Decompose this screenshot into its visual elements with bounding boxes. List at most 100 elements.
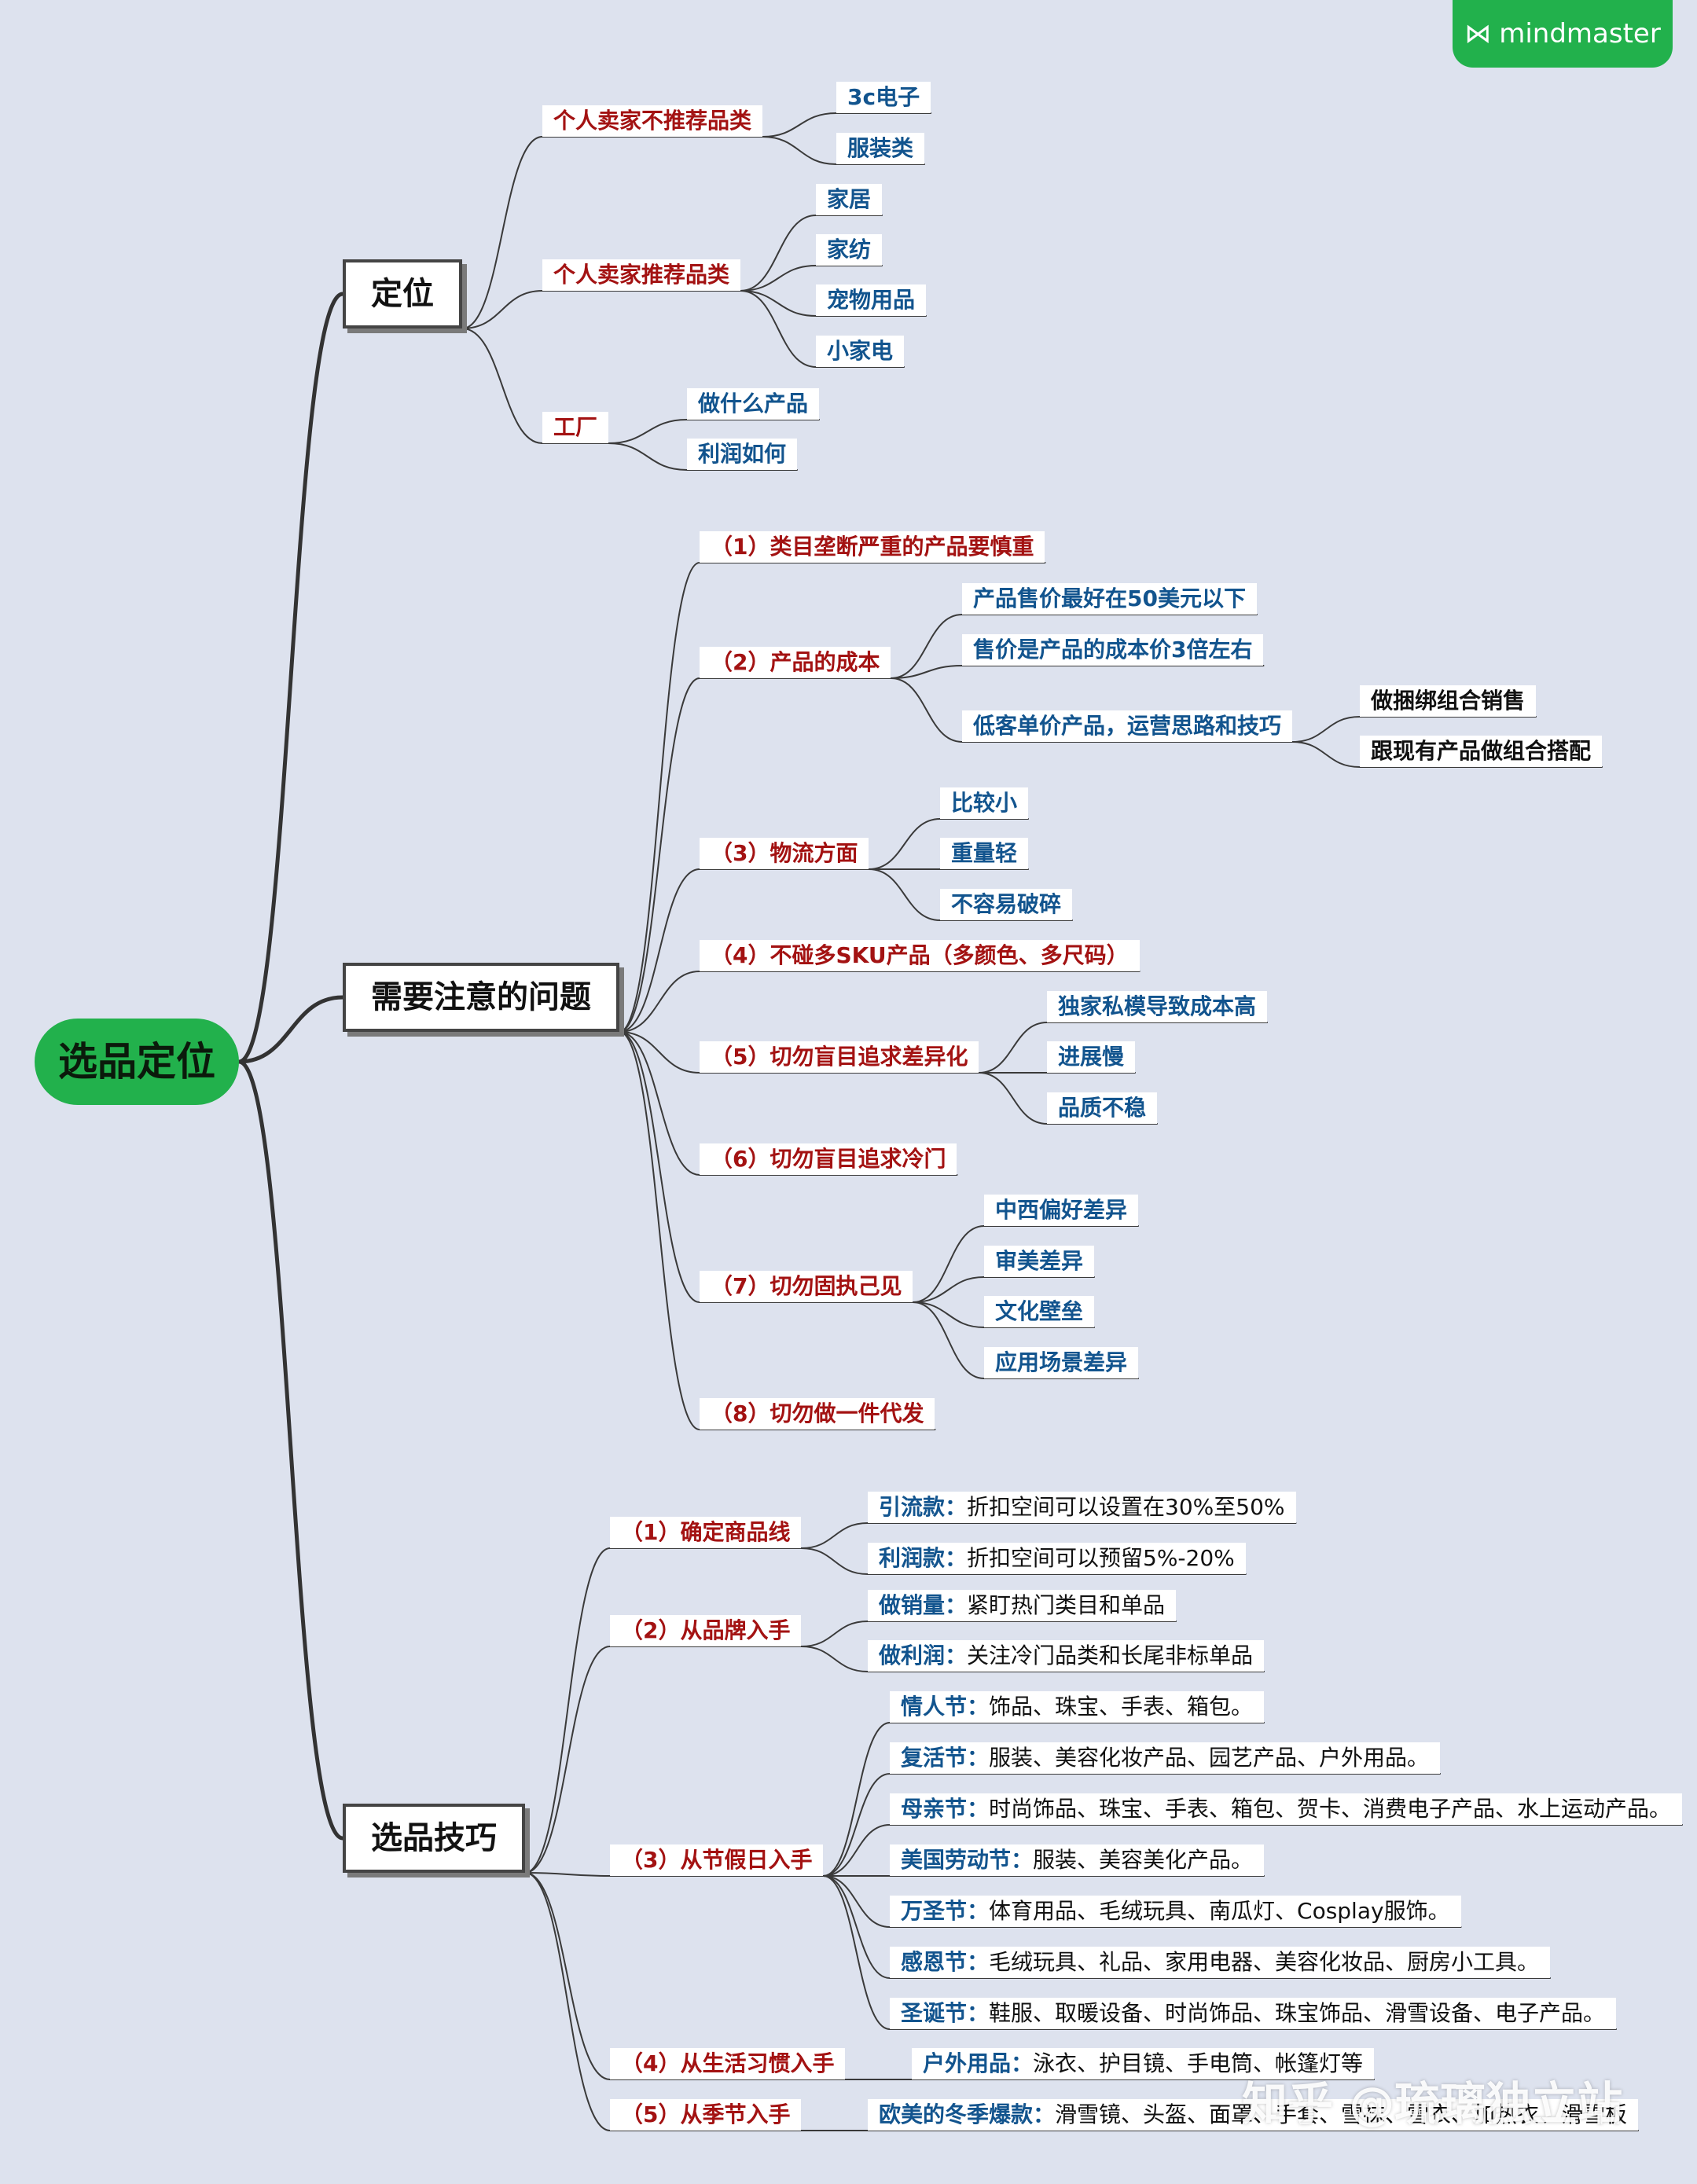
connector [461, 290, 543, 329]
tip-5[interactable]: （5）从季节入手 [610, 2099, 802, 2131]
leaf-shoujia50[interactable]: 产品售价最好在50美元以下 [962, 583, 1257, 615]
leaf-zhongliangqing[interactable]: 重量轻 [940, 838, 1029, 869]
leaf-xiaojiadian[interactable]: 小家电 [816, 336, 905, 367]
connector [740, 290, 817, 368]
holiday-shengdanjie[interactable]: 圣诞节：鞋服、取暖设备、时尚饰品、珠宝饰品、滑雪设备、电子产品。 [890, 1998, 1617, 2029]
connector [608, 419, 688, 444]
issue-2[interactable]: （2）产品的成本 [700, 647, 891, 678]
tip-1[interactable]: （1）确定商品线 [610, 1517, 802, 1548]
connector [461, 328, 543, 444]
connector [978, 1022, 1048, 1074]
leaf-zuhedapei[interactable]: 跟现有产品做组合搭配 [1360, 736, 1603, 767]
connector [890, 614, 963, 679]
connector [822, 1824, 891, 1877]
leaf-chongwu[interactable]: 宠物用品 [816, 284, 927, 316]
issue-3[interactable]: （3）物流方面 [700, 838, 869, 869]
holiday-wanshengjie[interactable]: 万圣节：体育用品、毛绒玩具、南瓜灯、Cosplay服饰。 [890, 1896, 1461, 1927]
subtopic-geren-tui[interactable]: 个人卖家推荐品类 [542, 259, 741, 291]
issue-6[interactable]: （6）切勿盲目追求冷门 [700, 1143, 957, 1175]
connector [524, 1872, 611, 2131]
issue-8[interactable]: （8）切勿做一件代发 [700, 1398, 935, 1430]
holiday-muqinjie[interactable]: 母亲节：时尚饰品、珠宝、手表、箱包、贺卡、消费电子产品、水上运动产品。 [890, 1793, 1683, 1825]
connector [619, 1031, 700, 1303]
leaf-kunbang[interactable]: 做捆绑组合销售 [1360, 685, 1537, 717]
holiday-ganenjie[interactable]: 感恩节：毛绒玩具、礼品、家用电器、美容化妆品、厨房小工具。 [890, 1947, 1551, 1978]
zhihu-watermark: 知乎 @琉璃独立站 [1242, 2077, 1623, 2131]
connector [619, 1031, 700, 1074]
connector [740, 215, 817, 292]
leaf-simo[interactable]: 独家私模导致成本高 [1047, 991, 1268, 1022]
topic-wenti[interactable]: 需要注意的问题 [343, 963, 619, 1032]
subtopic-geren-bu[interactable]: 个人卖家不推荐品类 [542, 105, 763, 137]
holiday-qingrenjie[interactable]: 情人节：饰品、珠宝、手表、箱包。 [890, 1691, 1265, 1723]
logo-text: mindmaster [1499, 18, 1661, 50]
issue-7[interactable]: （7）切勿固执己见 [700, 1271, 913, 1302]
connector [822, 1875, 891, 2030]
connector [740, 265, 817, 292]
leaf-jinzhanman[interactable]: 进展慢 [1047, 1041, 1136, 1073]
leaf-huwai[interactable]: 户外用品：泳衣、护目镜、手电筒、帐篷灯等 [912, 2048, 1375, 2079]
leaf-3c[interactable]: 3c电子 [836, 82, 931, 113]
connector [822, 1722, 891, 1877]
leaf-chengben3bei[interactable]: 售价是产品的成本价3倍左右 [962, 634, 1264, 666]
leaf-lirun[interactable]: 利润如何 [687, 439, 798, 470]
leaf-yinliukuan[interactable]: 引流款：折扣空间可以设置在30%至50% [868, 1492, 1296, 1523]
leaf-zuoshenme[interactable]: 做什么产品 [687, 388, 820, 420]
connector [619, 1031, 700, 1430]
subtopic-gongchang[interactable]: 工厂 [542, 412, 609, 443]
leaf-dongji[interactable]: 欧美的冬季爆款：滑雪镜、头盔、面罩、手套、雪袜、雪衣、加热衣、滑雪板 [868, 2099, 1639, 2131]
connector [868, 818, 941, 870]
connector [890, 665, 963, 679]
leaf-zuoxiaoliang[interactable]: 做销量：紧盯热门类目和单品 [868, 1590, 1177, 1621]
leaf-jiaju[interactable]: 家居 [816, 184, 883, 215]
connector [619, 1031, 700, 1176]
connector [800, 1646, 869, 1672]
holiday-laodongjie[interactable]: 美国劳动节：服装、美容美化产品。 [890, 1844, 1265, 1876]
leaf-burongyi[interactable]: 不容易破碎 [940, 889, 1073, 920]
tip-4[interactable]: （4）从生活习惯入手 [610, 2048, 846, 2079]
issue-1[interactable]: （1）类目垄断严重的产品要慎重 [700, 531, 1045, 563]
topic-jiqiao[interactable]: 选品技巧 [343, 1804, 525, 1873]
connector [608, 442, 688, 471]
tip-3[interactable]: （3）从节假日入手 [610, 1844, 824, 1876]
connector [978, 1072, 1048, 1125]
connector [237, 1059, 345, 1841]
holiday-fuhuojie[interactable]: 复活节：服装、美容化妆产品、园艺产品、户外用品。 [890, 1742, 1441, 1774]
connector [740, 290, 817, 317]
connector [800, 1621, 869, 1647]
tip-2[interactable]: （2）从品牌入手 [610, 1615, 802, 1646]
leaf-shenmei[interactable]: 审美差异 [984, 1246, 1095, 1277]
leaf-zuolirun[interactable]: 做利润：关注冷门品类和长尾非标单品 [868, 1640, 1265, 1672]
connector [524, 1547, 611, 1874]
leaf-changjing[interactable]: 应用场景差异 [984, 1347, 1139, 1378]
leaf-pinzhi[interactable]: 品质不稳 [1047, 1092, 1158, 1124]
connector [524, 1872, 611, 1877]
connector [619, 971, 700, 1033]
connector [1291, 741, 1361, 768]
connector [822, 1875, 891, 1928]
mindmaster-logo: ⋈ mindmaster [1453, 0, 1673, 68]
connector [912, 1301, 985, 1328]
connector [912, 1276, 985, 1303]
leaf-wenhua[interactable]: 文化壁垒 [984, 1296, 1095, 1327]
leaf-bijiaoxiao[interactable]: 比较小 [940, 787, 1029, 819]
connector [619, 868, 700, 1033]
leaf-zhongxi[interactable]: 中西偏好差异 [984, 1195, 1139, 1226]
connector [822, 1875, 891, 1979]
leaf-fuzhuang[interactable]: 服装类 [836, 133, 925, 164]
connector [237, 995, 345, 1064]
connector [800, 1522, 869, 1549]
issue-5[interactable]: （5）切勿盲目追求差异化 [700, 1041, 979, 1073]
topic-dingwei[interactable]: 定位 [343, 259, 462, 329]
leaf-jiafang[interactable]: 家纺 [816, 234, 883, 266]
connector [822, 1773, 891, 1877]
issue-4[interactable]: （4）不碰多SKU产品（多颜色、多尺码） [700, 940, 1140, 971]
leaf-dikedanjia[interactable]: 低客单价产品，运营思路和技巧 [962, 710, 1293, 742]
leaf-lirunkuan[interactable]: 利润款：折扣空间可以预留5%-20% [868, 1543, 1246, 1574]
root-node[interactable]: 选品定位 [35, 1019, 239, 1105]
connector [800, 1547, 869, 1575]
connector [461, 136, 543, 329]
connector [524, 1646, 611, 1874]
